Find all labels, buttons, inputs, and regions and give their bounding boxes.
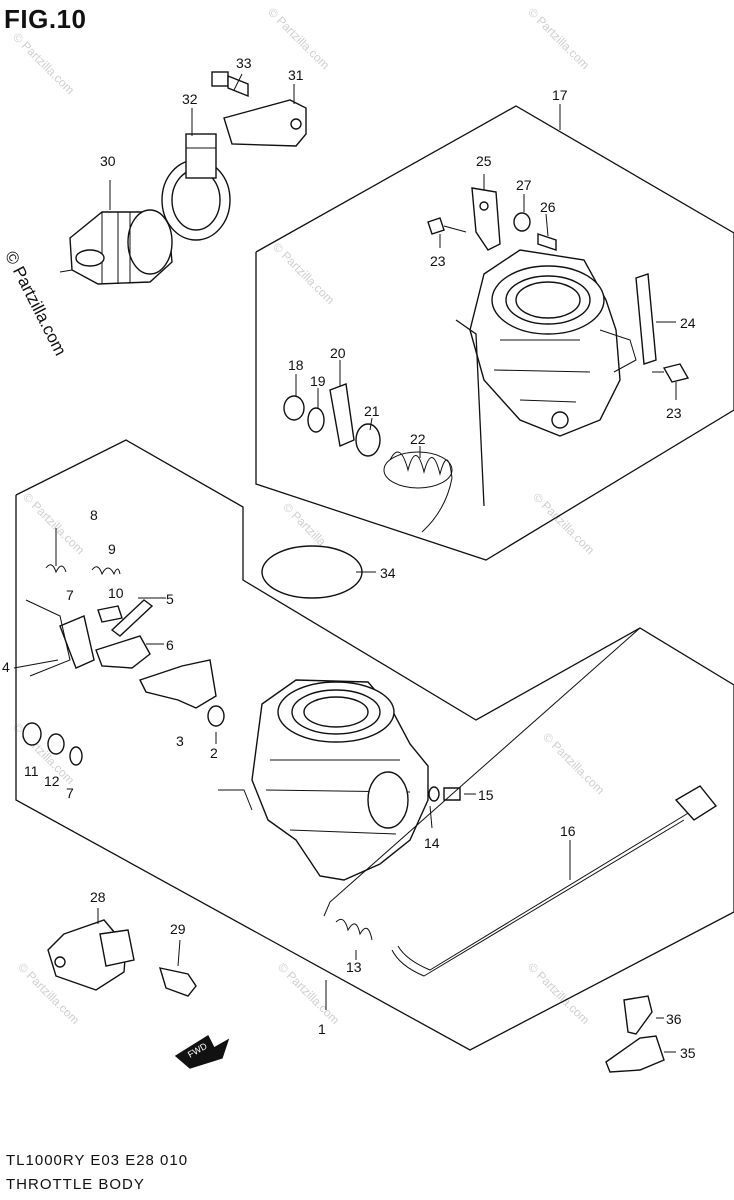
group-outline-upper <box>255 105 734 561</box>
washer-part-19 <box>307 407 325 433</box>
callout-7-lower: 7 <box>66 785 74 801</box>
o-ring-part-34 <box>261 545 363 599</box>
callout-23: 23 <box>430 253 446 269</box>
lever-part-6 <box>95 635 151 669</box>
callout-28: 28 <box>90 889 106 905</box>
throttle-body-lower-part <box>218 679 429 881</box>
lever-part-7 <box>59 615 95 669</box>
callout-31: 31 <box>288 67 304 83</box>
section-title: THROTTLE BODY <box>6 1176 145 1193</box>
callout-32: 32 <box>182 91 198 107</box>
lever-part-3 <box>139 659 217 709</box>
callout-12: 12 <box>44 773 60 789</box>
bushing-part-21 <box>355 423 381 457</box>
screw-part-23 <box>427 217 467 235</box>
screw-part-26 <box>537 233 557 251</box>
callout-25: 25 <box>476 153 492 169</box>
callout-8: 8 <box>90 507 98 523</box>
throttle-body-upper-part <box>469 249 637 437</box>
callout-5: 5 <box>166 591 174 607</box>
callout-35: 35 <box>680 1045 696 1061</box>
callout-33: 33 <box>236 55 252 71</box>
callout-27: 27 <box>516 177 532 193</box>
callout-14: 14 <box>424 835 440 851</box>
screw-part-29 <box>158 967 197 997</box>
callout-19: 19 <box>310 373 326 389</box>
sensor-part-28 <box>47 919 135 991</box>
callout-4: 4 <box>2 659 10 675</box>
callout-29: 29 <box>170 921 186 937</box>
callout-3: 3 <box>176 733 184 749</box>
callout-18: 18 <box>288 357 304 373</box>
callout-23-right: 23 <box>666 405 682 421</box>
callout-34: 34 <box>380 565 396 581</box>
screw-part-5 <box>110 599 154 637</box>
lever-part-20 <box>329 383 355 447</box>
callout-6: 6 <box>166 637 174 653</box>
callout-30: 30 <box>100 153 116 169</box>
cable-outline <box>323 627 641 917</box>
spring-part-9 <box>91 566 121 576</box>
model-code: TL1000RY E03 E28 010 <box>6 1152 189 1169</box>
callout-leaders <box>13 73 677 1053</box>
spring-part-22 <box>383 451 453 533</box>
screw-part-33 <box>211 71 249 98</box>
callout-22: 22 <box>410 431 426 447</box>
callout-20: 20 <box>330 345 346 361</box>
plate-part-24 <box>635 273 657 365</box>
bracket-part-35 <box>605 1035 665 1073</box>
clip-part-14 <box>428 786 440 802</box>
bracket-part-31 <box>223 99 307 147</box>
figure-title: FIG.10 <box>4 4 87 34</box>
washer-part-7-lower <box>69 746 83 766</box>
callout-15: 15 <box>478 787 494 803</box>
callout-17: 17 <box>552 87 568 103</box>
callout-26: 26 <box>540 199 556 215</box>
callout-11: 11 <box>24 763 39 779</box>
nut-part-11 <box>22 722 42 746</box>
bracket-part-25 <box>471 187 501 251</box>
spring-part-8 <box>45 564 67 574</box>
callout-13: 13 <box>346 959 362 975</box>
callout-2: 2 <box>210 745 218 761</box>
callout-7: 7 <box>66 587 74 603</box>
screw-part-36 <box>623 995 653 1035</box>
callout-9: 9 <box>108 541 116 557</box>
callout-21: 21 <box>364 403 380 419</box>
screw-part-23-right <box>652 363 690 383</box>
inner-outline-upper <box>455 319 485 507</box>
spring-part-13 <box>335 918 373 941</box>
callout-10: 10 <box>108 585 124 601</box>
fwd-arrow-icon: FWD <box>174 1034 230 1069</box>
washer-part-10 <box>97 605 123 623</box>
throttle-position-sensor-part <box>59 209 173 285</box>
washer-part-12 <box>47 733 65 755</box>
linkage-outline <box>25 599 71 677</box>
callout-16: 16 <box>560 823 576 839</box>
throttle-cable-part-16 <box>391 785 718 977</box>
nut-part-18 <box>283 395 305 421</box>
washer-part-27 <box>513 212 531 232</box>
callout-numbers: 1 2 3 4 5 6 7 7 8 9 10 11 12 13 14 15 16… <box>2 55 696 1061</box>
clamp-ring-part <box>161 133 231 241</box>
callout-1: 1 <box>318 1021 326 1037</box>
callout-36: 36 <box>666 1011 682 1027</box>
washer-part-2 <box>207 705 225 727</box>
callout-24: 24 <box>680 315 696 331</box>
